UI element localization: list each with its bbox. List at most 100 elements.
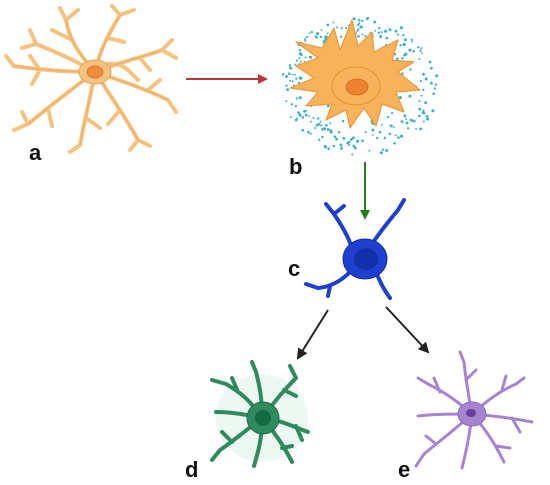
particle-dot [307,115,310,118]
particle-dot [289,116,292,119]
particle-dot [324,35,328,39]
particle-dot [422,88,425,92]
particle-dot [364,131,367,134]
particle-dot [411,40,414,43]
particle-dot [341,119,345,123]
particle-dot [412,49,415,53]
particle-dot [368,149,371,152]
particle-dot [396,33,399,36]
particle-dot [352,136,355,139]
particle-dot [308,55,313,59]
particle-dot [300,60,302,63]
particle-dot [396,57,399,61]
particle-dot [352,144,356,148]
particle-dot [417,46,420,49]
particle-dot [310,30,314,34]
particle-dot [307,130,310,134]
particle-dot [420,94,423,97]
particle-dot [326,23,330,27]
particle-dot [351,153,354,156]
particle-dot [317,122,321,126]
particle-dot [422,120,425,123]
particle-dot [357,18,361,22]
particle-dot [422,72,425,76]
particle-dot [295,59,298,62]
particle-dot [365,18,368,21]
particle-dot [358,22,361,25]
particle-dot [390,111,394,115]
particle-dot [298,48,302,52]
particle-dot [314,35,318,38]
particle-dot [281,73,285,76]
particle-dot [388,132,392,136]
particle-dot [393,141,396,145]
particle-dot [335,137,339,141]
particle-dot [353,146,357,150]
particle-dot [379,34,383,39]
particle-dot [357,23,360,27]
particle-dot [298,57,301,59]
particle-dot [380,31,383,34]
particle-dot [424,101,428,105]
particle-dot [288,72,291,76]
particle-dot [403,114,407,118]
particle-dot [314,127,317,129]
particle-dot [316,31,320,36]
label-a: a [29,140,42,165]
particle-dot [375,136,379,140]
cell-d-green [210,360,310,468]
particle-dot [356,29,359,32]
arrow-c-to-d [296,309,329,360]
particle-dot [301,116,305,119]
particle-dot [379,151,383,155]
particle-dot [410,119,414,122]
particle-dot [298,96,302,100]
particle-dot [289,67,293,70]
particle-dot [383,137,386,140]
particle-dot [357,28,360,30]
particle-dot [312,116,315,119]
particle-dot [374,29,377,32]
particle-dot [323,145,327,149]
particle-dot [393,126,396,129]
particle-dot [339,143,343,147]
particle-dot [420,47,423,50]
label-e: e [398,457,411,482]
particle-dot [408,94,412,98]
particle-dot [398,96,402,100]
particle-dot [340,146,344,150]
particle-dot [415,127,418,130]
particle-dot [319,120,322,123]
particle-dot [425,115,429,118]
particle-dot [332,144,336,148]
particle-dot [298,76,302,79]
particle-dot [361,139,364,143]
particle-dot [423,112,426,115]
cell-e-purple [414,350,534,470]
particle-dot [305,35,309,39]
particle-dot [361,33,364,36]
particle-dot [400,120,404,124]
particle-dot [300,53,303,57]
particle-dot [399,26,404,30]
cell-e-nucleus [466,409,476,417]
particle-dot [289,79,292,82]
particle-dot [342,136,346,140]
particle-dot [402,33,405,37]
particle-dot [424,77,428,81]
cell-b-nucleus [345,78,369,96]
particle-dot [400,134,404,138]
particle-dot [326,127,330,131]
particle-dot [361,19,364,23]
particle-dot [304,56,307,59]
particle-dot [434,83,438,86]
label-b: b [289,154,303,179]
particle-dot [431,109,435,113]
particle-dot [385,36,389,40]
particle-dot [432,92,436,96]
particle-dot [294,73,297,76]
particle-dot [346,141,349,145]
particle-dot [420,52,423,54]
particle-dot [337,130,341,134]
